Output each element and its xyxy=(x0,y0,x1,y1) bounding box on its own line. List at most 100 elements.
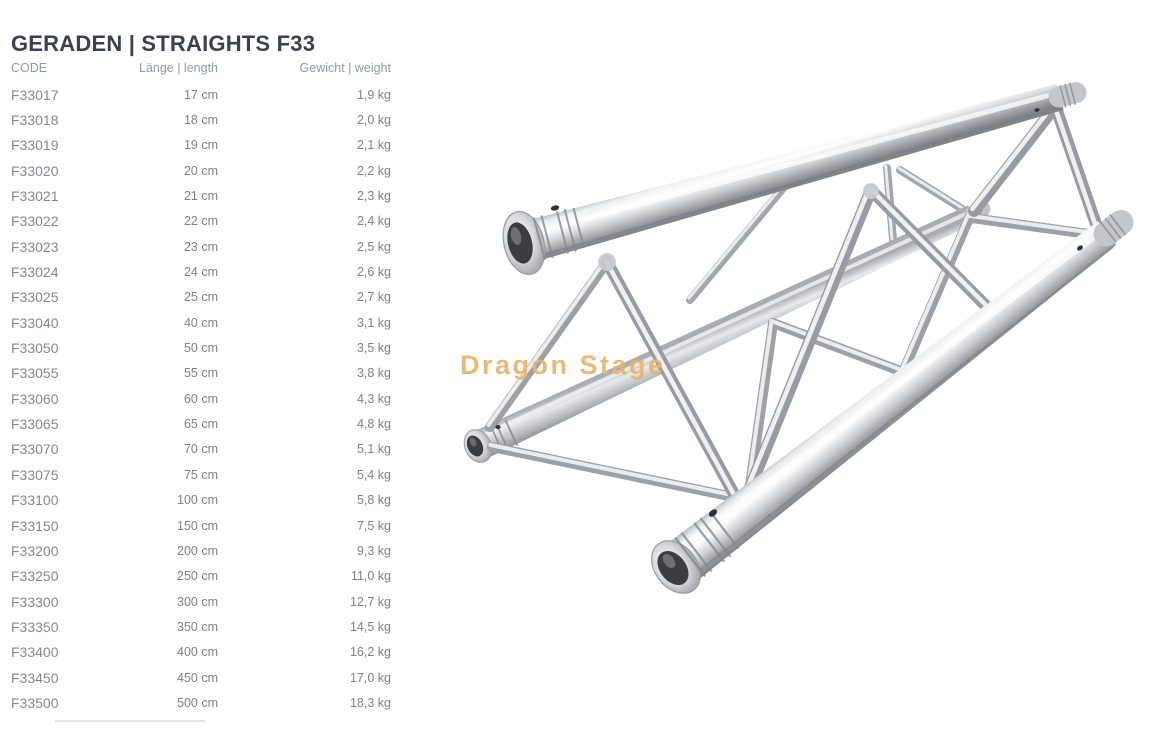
top-left-coupler xyxy=(502,207,585,276)
row-weight: 17,0 kg xyxy=(349,670,391,685)
row-length: 150 cm xyxy=(177,518,218,533)
row-weight: 3,1 kg xyxy=(356,315,391,330)
row-code: F33070 xyxy=(11,441,59,458)
table-row: F33018 18 cm 2,0 kg xyxy=(11,107,391,132)
front-right-coupler xyxy=(1093,210,1134,247)
row-weight: 2,1 kg xyxy=(356,138,391,153)
row-weight: 16,2 kg xyxy=(349,645,391,660)
row-weight: 11,0 kg xyxy=(350,569,391,584)
row-length: 21 cm xyxy=(183,189,218,204)
row-length: 17 cm xyxy=(183,87,218,102)
row-length: 50 cm xyxy=(183,341,218,356)
row-length: 60 cm xyxy=(183,391,218,406)
row-length: 25 cm xyxy=(183,290,218,305)
row-weight: 2,5 kg xyxy=(356,239,391,254)
row-code: F33250 xyxy=(11,568,59,585)
table-row: F33040 40 cm 3,1 kg xyxy=(11,310,391,335)
table-row: F33017 17 cm 1,9 kg xyxy=(11,82,391,107)
table-row: F33250 250 cm 11,0 kg xyxy=(11,564,391,589)
row-code: F33100 xyxy=(11,492,59,509)
col-header-code: CODE xyxy=(11,61,48,75)
table-rows: F33017 17 cm 1,9 kg F33018 18 cm 2,0 kg … xyxy=(11,82,391,716)
row-code: F33024 xyxy=(11,264,59,281)
table-row: F33500 500 cm 18,3 kg xyxy=(11,690,391,715)
row-weight: 5,4 kg xyxy=(356,467,391,482)
truss-photo xyxy=(430,55,1153,724)
row-length: 19 cm xyxy=(183,138,218,153)
row-code: F33200 xyxy=(11,542,59,559)
top-right-coupler xyxy=(1048,82,1087,108)
row-length: 400 cm xyxy=(177,645,218,660)
row-length: 75 cm xyxy=(183,467,218,482)
row-code: F33500 xyxy=(11,694,59,711)
table-row: F33450 450 cm 17,0 kg xyxy=(11,665,391,690)
row-code: F33075 xyxy=(11,466,59,483)
row-weight: 4,3 kg xyxy=(356,391,391,406)
page-title: GERADEN | STRAIGHTS F33 xyxy=(11,30,316,56)
row-length: 70 cm xyxy=(183,442,218,457)
table-row: F33300 300 cm 12,7 kg xyxy=(11,589,391,614)
table-row: F33023 23 cm 2,5 kg xyxy=(11,234,391,259)
table-row: F33400 400 cm 16,2 kg xyxy=(11,640,391,665)
row-code: F33019 xyxy=(11,137,59,154)
row-code: F33025 xyxy=(11,289,59,306)
table-row: F33019 19 cm 2,1 kg xyxy=(11,133,391,158)
table-row: F33075 75 cm 5,4 kg xyxy=(11,462,391,487)
row-weight: 7,5 kg xyxy=(356,518,391,533)
row-code: F33060 xyxy=(11,390,59,407)
row-code: F33040 xyxy=(11,314,59,331)
table-row: F33150 150 cm 7,5 kg xyxy=(11,513,391,538)
page-divider xyxy=(55,720,205,722)
table-row: F33025 25 cm 2,7 kg xyxy=(11,285,391,310)
row-code: F33017 xyxy=(11,86,59,103)
front-chord xyxy=(661,221,1117,586)
row-weight: 2,2 kg xyxy=(356,163,391,178)
row-weight: 1,9 kg xyxy=(356,87,391,102)
row-code: F33022 xyxy=(11,213,59,230)
table-row: F33350 350 cm 14,5 kg xyxy=(11,614,391,639)
row-code: F33300 xyxy=(11,593,59,610)
row-length: 450 cm xyxy=(177,670,218,685)
table-row: F33070 70 cm 5,1 kg xyxy=(11,437,391,462)
row-code: F33050 xyxy=(11,340,59,357)
row-code: F33020 xyxy=(11,162,59,179)
row-weight: 3,5 kg xyxy=(356,341,391,356)
row-length: 100 cm xyxy=(177,493,218,508)
row-length: 200 cm xyxy=(177,543,218,558)
row-weight: 12,7 kg xyxy=(349,594,391,609)
row-code: F33150 xyxy=(11,517,59,534)
row-weight: 18,3 kg xyxy=(349,695,391,710)
row-length: 22 cm xyxy=(183,214,218,229)
row-length: 24 cm xyxy=(183,265,218,280)
row-weight: 4,8 kg xyxy=(356,417,391,432)
row-length: 500 cm xyxy=(177,695,218,710)
row-code: F33350 xyxy=(11,618,59,635)
table-row: F33200 200 cm 9,3 kg xyxy=(11,538,391,563)
row-length: 40 cm xyxy=(183,315,218,330)
table-row: F33065 65 cm 4,8 kg xyxy=(11,411,391,436)
row-code: F33055 xyxy=(11,365,59,382)
row-length: 23 cm xyxy=(183,239,218,254)
row-weight: 2,3 kg xyxy=(356,189,391,204)
row-code: F33021 xyxy=(11,188,59,205)
table-row: F33055 55 cm 3,8 kg xyxy=(11,361,391,386)
row-length: 300 cm xyxy=(177,594,218,609)
row-length: 65 cm xyxy=(183,417,218,432)
row-length: 18 cm xyxy=(183,113,218,128)
row-weight: 9,3 kg xyxy=(356,543,391,558)
spec-table: CODE Länge | length Gewicht | weight F33… xyxy=(11,54,391,716)
row-code: F33400 xyxy=(11,644,59,661)
table-row: F33060 60 cm 4,3 kg xyxy=(11,386,391,411)
row-code: F33023 xyxy=(11,238,59,255)
row-code: F33450 xyxy=(11,669,59,686)
table-header-row: CODE Länge | length Gewicht | weight xyxy=(11,54,391,82)
table-row: F33021 21 cm 2,3 kg xyxy=(11,183,391,208)
row-code: F33065 xyxy=(11,416,59,433)
row-weight: 5,8 kg xyxy=(356,493,391,508)
table-row: F33022 22 cm 2,4 kg xyxy=(11,209,391,234)
table-row: F33024 24 cm 2,6 kg xyxy=(11,259,391,284)
table-row: F33050 50 cm 3,5 kg xyxy=(11,335,391,360)
col-header-length: Länge | length xyxy=(138,61,218,75)
row-weight: 3,8 kg xyxy=(356,366,391,381)
